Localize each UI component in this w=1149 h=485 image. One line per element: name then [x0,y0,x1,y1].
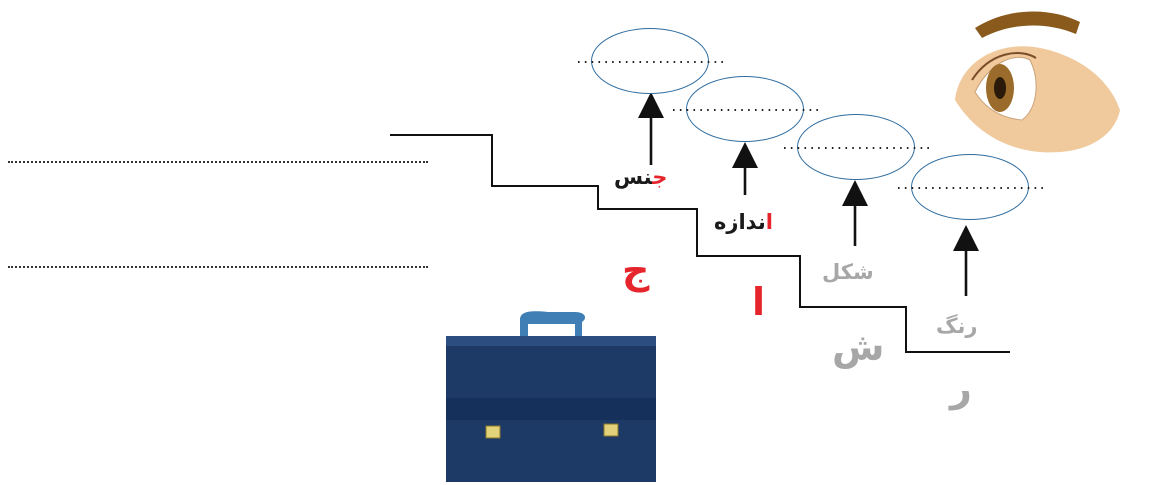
ellipse-blank: ...................... [894,177,1046,193]
label-size-rest: ندازه [714,210,766,234]
label-size-first-letter: ا [765,210,773,234]
label-color: رنگ [936,314,978,338]
ellipse-size[interactable]: ...................... [670,76,821,142]
ellipse-blank: ...................... [669,99,821,115]
label-material-rest: نس [614,165,653,189]
ellipse-color[interactable]: ...................... [895,154,1046,220]
ellipse-shape[interactable]: ...................... [781,114,932,180]
letter-material: ج [622,248,650,292]
answer-line-1[interactable] [8,159,428,163]
label-material: جنس [614,165,667,189]
label-material-first-letter: ج [652,165,668,189]
ellipse-material[interactable]: ...................... [575,28,726,94]
label-size: اندازه [714,210,773,234]
staircase-line [390,134,1010,353]
ellipse-blank: ...................... [574,51,726,67]
label-shape: شکل [822,260,874,284]
letter-color: ر [950,366,972,410]
letter-size: ا [752,280,766,324]
ellipse-blank: ...................... [780,137,932,153]
answer-line-2[interactable] [8,264,428,268]
letter-shape: ش [832,325,885,369]
